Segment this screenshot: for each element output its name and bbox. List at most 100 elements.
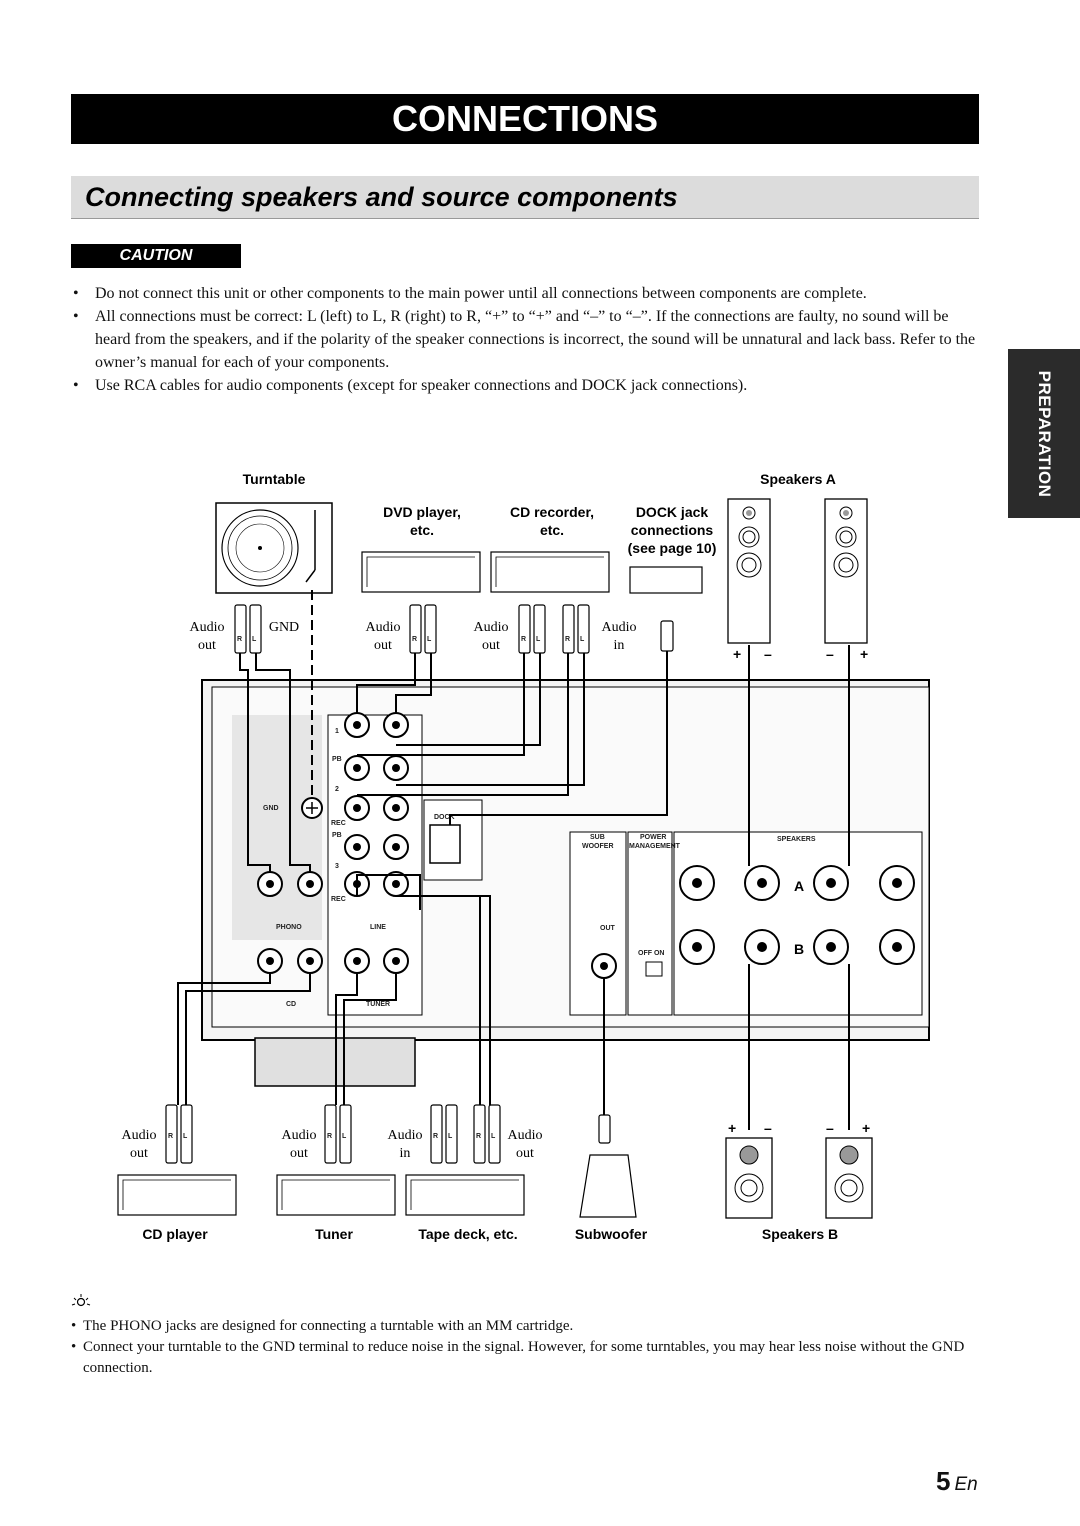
cd-player-illustration (117, 1174, 237, 1216)
panel-tuner-label: TUNER (366, 1001, 390, 1008)
plug-r: R (433, 1133, 438, 1140)
power-management-switch (645, 961, 663, 977)
speaker-a-plus-2: + (860, 646, 868, 662)
panel-power-label: POWER (640, 834, 666, 841)
plug-l: L (448, 1133, 453, 1140)
panel-offon-label: OFF ON (638, 950, 664, 957)
page-title: CONNECTIONS (71, 94, 979, 144)
cd-recorder-label-1: CD recorder, (510, 504, 594, 520)
tape-audio-in-label: Audio (388, 1128, 423, 1143)
tips-list: The PHONO jacks are designed for connect… (71, 1316, 971, 1379)
cd-recorder-illustration (490, 551, 610, 593)
plug-r: R (412, 636, 417, 643)
subwoofer-label: Subwoofer (575, 1226, 648, 1242)
speaker-a-minus-2: – (826, 646, 834, 662)
lightbulb-icon (71, 1294, 91, 1307)
turntable-out-label: out (198, 638, 216, 653)
dock-label-2: connections (631, 522, 714, 538)
panel-out-label: OUT (600, 925, 616, 932)
turntable-gnd-label: GND (269, 620, 299, 635)
lower-plugs (165, 1104, 611, 1164)
speaker-b-left-illustration (725, 1137, 773, 1219)
plug-l: L (183, 1133, 188, 1140)
turntable-label: Turntable (243, 471, 306, 487)
plug-r: R (237, 636, 242, 643)
tape-deck-label: Tape deck, etc. (418, 1226, 517, 1242)
speaker-b-right-illustration (825, 1137, 873, 1219)
plug-l: L (580, 636, 585, 643)
plug-r: R (327, 1133, 332, 1140)
panel-woofer-label: WOOFER (582, 843, 614, 850)
caution-item: Do not connect this unit or other compon… (71, 282, 981, 305)
connection-diagram: Turntable Speakers A DVD player, etc. CD… (117, 471, 930, 1242)
plug-r: R (565, 636, 570, 643)
tip-item: The PHONO jacks are designed for connect… (71, 1316, 971, 1337)
cdrec-in-label: in (614, 638, 625, 653)
speaker-a-left-illustration (727, 498, 771, 644)
dock-label-3: (see page 10) (628, 540, 717, 556)
cdrec-audio-out-label: Audio (474, 620, 509, 635)
dock-illustration (629, 566, 703, 594)
page-language: En (954, 1474, 978, 1495)
panel-speakers-label: SPEAKERS (777, 836, 816, 843)
panel-gnd-label: GND (263, 805, 279, 812)
dvd-audio-label: Audio (366, 620, 401, 635)
speaker-b-plus: + (728, 1120, 736, 1136)
speakers-a-label: Speakers A (760, 471, 836, 487)
tape-in-label: in (400, 1146, 411, 1161)
page-number-value: 5 (936, 1466, 951, 1496)
panel-3-label: 3 (335, 863, 339, 870)
plug-l: L (536, 636, 541, 643)
speakers-b-label: Speakers B (762, 1226, 838, 1242)
cd-out-label: out (130, 1146, 148, 1161)
speaker-a-plus: + (733, 646, 741, 662)
turntable-illustration (215, 502, 333, 594)
panel-dock-label: DOCK (434, 814, 455, 821)
panel-a-label: A (794, 878, 804, 894)
dock-jack (429, 824, 461, 864)
speaker-terminal-centers (692, 878, 902, 952)
tape-out-label: out (516, 1146, 534, 1161)
panel-cd-label: CD (286, 1001, 296, 1008)
plug-l: L (252, 636, 257, 643)
panel-pb-label: PB (332, 756, 342, 763)
plug-l: L (491, 1133, 496, 1140)
subwoofer-illustration (579, 1154, 637, 1218)
speaker-b-plus-2: + (862, 1120, 870, 1136)
panel-rec-label: REC (331, 820, 346, 827)
plug-r: R (168, 1133, 173, 1140)
cd-audio-label: Audio (122, 1128, 157, 1143)
cd-player-label: CD player (142, 1226, 208, 1242)
panel-rec-label-2: REC (331, 896, 346, 903)
receiver-rear-panel (201, 679, 930, 1087)
dock-label-1: DOCK jack (636, 504, 709, 520)
rca-jack-centers (266, 721, 608, 970)
dvd-label-2: etc. (410, 522, 434, 538)
dvd-player-illustration (361, 551, 481, 593)
cables (177, 590, 850, 1130)
panel-1-label: 1 (335, 728, 339, 735)
tuner-label: Tuner (315, 1226, 353, 1242)
turntable-audio-label: Audio (190, 620, 225, 635)
tip-item: Connect your turntable to the GND termin… (71, 1337, 971, 1379)
panel-b-label: B (794, 941, 804, 957)
panel-pb-label-2: PB (332, 832, 342, 839)
speaker-b-minus: – (764, 1120, 772, 1136)
plug-l: L (427, 636, 432, 643)
tape-audio-out-label: Audio (508, 1128, 543, 1143)
speaker-b-minus-2: – (826, 1120, 834, 1136)
plug-r: R (521, 636, 526, 643)
dvd-label-1: DVD player, (383, 504, 461, 520)
panel-management-label: MANAGEMENT (629, 843, 681, 850)
section-heading: Connecting speakers and source component… (71, 176, 979, 219)
dvd-out-label: out (374, 638, 392, 653)
caution-label: CAUTION (71, 244, 241, 268)
plug-r: R (476, 1133, 481, 1140)
tape-deck-illustration (405, 1174, 525, 1216)
speaker-a-right-illustration (824, 498, 868, 644)
tuner-out-label: out (290, 1146, 308, 1161)
panel-phono-label: PHONO (276, 924, 302, 931)
caution-item: Use RCA cables for audio components (exc… (71, 374, 981, 397)
caution-list: Do not connect this unit or other compon… (71, 282, 981, 397)
